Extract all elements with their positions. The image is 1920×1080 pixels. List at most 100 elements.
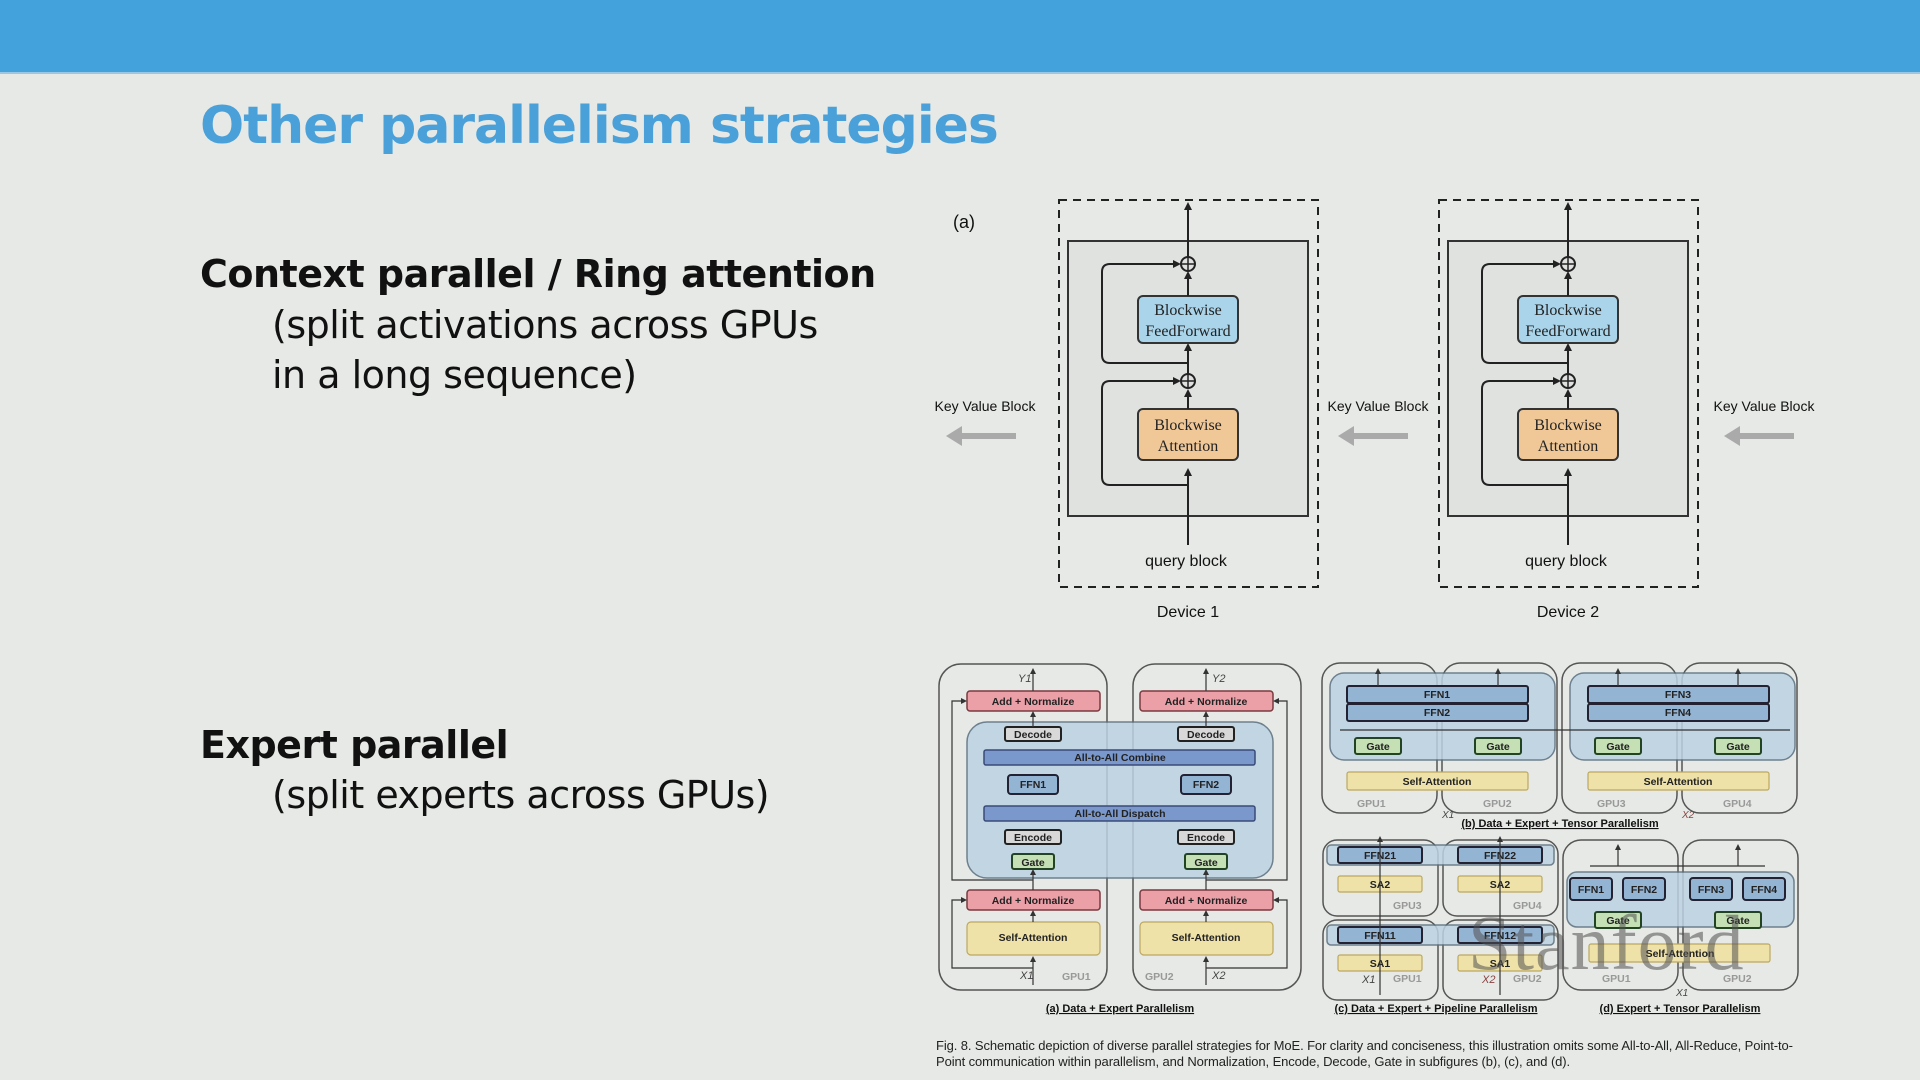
ffn-label: FFN2: [1424, 707, 1450, 719]
device-1: Blockwise Attention Blockwise FeedForwar…: [1058, 199, 1319, 621]
input-x2: X2: [1681, 810, 1695, 821]
input-x1: X1: [1361, 974, 1375, 986]
diagram-shape: [1206, 698, 1288, 881]
ffn-box: [1569, 877, 1613, 901]
device-label: Device 2: [1537, 604, 1599, 621]
gate-box: [1354, 737, 1402, 755]
gate-label: Gate: [1606, 915, 1630, 927]
ffn-box: [1689, 877, 1733, 901]
gpu-label: GPU1: [1357, 798, 1386, 810]
add-normalize-label: Add + Normalize: [1165, 696, 1248, 708]
input-x2: X2: [1481, 974, 1495, 986]
context-parallel-heading: Context parallel / Ring attention: [200, 252, 876, 296]
ffn-label: FFN3: [1698, 884, 1724, 896]
input-x1: X1: [1441, 810, 1454, 821]
subfigure-b-caption: (b) Data + Expert + Tensor Parallelism: [1461, 818, 1658, 830]
ffn-label-1: Blockwise: [1534, 302, 1602, 319]
add-normalize-label: Add + Normalize: [992, 696, 1075, 708]
context-parallel-desc-line1: (split activations across GPUs: [272, 303, 818, 347]
left-arrow-icon: [1338, 426, 1408, 446]
output-y2: Y2: [1212, 673, 1225, 685]
gpu2-label: GPU2: [1145, 971, 1174, 983]
input-x1: X1: [1675, 988, 1688, 999]
gpu1-label: GPU1: [1062, 971, 1091, 983]
decode-label: Decode: [1014, 729, 1052, 741]
slide-header-bar: [0, 0, 1920, 74]
gate-label: Gate: [1606, 741, 1630, 753]
diagram-shape: [1481, 377, 1568, 486]
self-attention-label: Self-Attention: [999, 932, 1068, 944]
ffn-label-2: FeedForward: [1145, 323, 1230, 340]
self-attention-box: [1588, 943, 1771, 963]
self-attention-label: Self-Attention: [1172, 932, 1241, 944]
output-y1: Y1: [1018, 673, 1031, 685]
diagram-shape: [1724, 426, 1740, 446]
kv-label-right: Key Value Block: [1714, 398, 1816, 414]
subfigure-b: FFN1 FFN2 FFN3 FFN4 Gate Gate Gate Gate …: [1321, 662, 1798, 830]
ffn-bar: [1587, 703, 1770, 722]
diagram-shape: [946, 426, 962, 446]
gpu-label: GPU2: [1513, 973, 1542, 985]
ffn2-label: FFN2: [1193, 779, 1219, 791]
ffn-label-2: FeedForward: [1525, 323, 1610, 340]
add-normalize-label: Add + Normalize: [1165, 895, 1248, 907]
gpu-label: GPU3: [1597, 798, 1626, 810]
self-attention-label: Self-Attention: [1646, 948, 1715, 960]
subfigure-a: Add + Normalize Add + Normalize Decode D…: [938, 663, 1302, 1015]
self-attention-box: [1346, 771, 1529, 791]
ffn-label: FFN4: [1751, 884, 1777, 896]
left-arrow-icon: [946, 426, 1016, 446]
gate-box: [1594, 911, 1642, 929]
self-attention-label: Self-Attention: [1403, 776, 1472, 788]
device-boundary: [1438, 199, 1699, 588]
gate-box: [1594, 737, 1642, 755]
gate-box: [1714, 737, 1762, 755]
kv-label-left: Key Value Block: [935, 398, 1037, 414]
gpu-label: GPU3: [1393, 900, 1422, 912]
gpu-label: GPU1: [1602, 973, 1631, 985]
gpu-label: GPU2: [1723, 973, 1752, 985]
device-boundary: [1058, 199, 1319, 588]
expert-parallel-heading: Expert parallel: [200, 723, 509, 767]
ring-attention-figure: (a) Blockwise Attention Blockwise FeedFo…: [935, 199, 1816, 621]
encode-box: [1004, 829, 1062, 845]
query-block-label: query block: [1145, 553, 1228, 570]
ffn2-box: [1180, 774, 1232, 795]
self-attention-box: [1587, 771, 1770, 791]
diagram-shape: [960, 433, 1016, 439]
left-arrow-icon: [1724, 426, 1794, 446]
add-normalize-label: Add + Normalize: [992, 895, 1075, 907]
diagram-shape: [1352, 433, 1408, 439]
gpu-label: GPU4: [1513, 900, 1542, 912]
query-block-label: query block: [1525, 553, 1608, 570]
figure-caption: Fig. 8. Schematic depiction of diverse p…: [936, 1038, 1793, 1069]
attn-label-1: Blockwise: [1534, 417, 1602, 434]
ffn-label: FFN2: [1631, 884, 1657, 896]
gate-label: Gate: [1194, 857, 1218, 869]
gate-label: Gate: [1726, 741, 1750, 753]
decode-label: Decode: [1187, 729, 1225, 741]
ffn-label: FFN1: [1578, 884, 1604, 896]
encode-box: [1177, 829, 1235, 845]
gate-box: [1714, 911, 1762, 929]
dispatch-label: All-to-All Dispatch: [1075, 808, 1166, 820]
subfigure-c-caption: (c) Data + Expert + Pipeline Parallelism: [1335, 1003, 1538, 1015]
ffn1-label: FFN1: [1020, 779, 1046, 791]
encode-label: Encode: [1014, 832, 1052, 844]
subfigure-c: FFN21 FFN22 SA2 SA2 FFN11 FFN12 SA1 SA1 …: [1322, 836, 1559, 1015]
self-attention-label: Self-Attention: [1644, 776, 1713, 788]
gate-label: Gate: [1726, 915, 1750, 927]
ffn-label: FFN3: [1665, 689, 1691, 701]
device-2: Blockwise Attention Blockwise FeedForwar…: [1438, 199, 1699, 621]
diagram-shape: [951, 897, 1033, 969]
attn-label-1: Blockwise: [1154, 417, 1222, 434]
panel-label: (a): [953, 212, 975, 232]
gate-label: Gate: [1486, 741, 1510, 753]
attn-label-2: Attention: [1158, 438, 1218, 455]
kv-label-middle: Key Value Block: [1328, 398, 1430, 414]
ffn-label: FFN4: [1665, 707, 1691, 719]
diagram-shape: [1101, 377, 1188, 486]
diagram-shape: [1101, 260, 1188, 364]
ffn-label: FFN1: [1424, 689, 1450, 701]
gate-label: Gate: [1366, 741, 1390, 753]
